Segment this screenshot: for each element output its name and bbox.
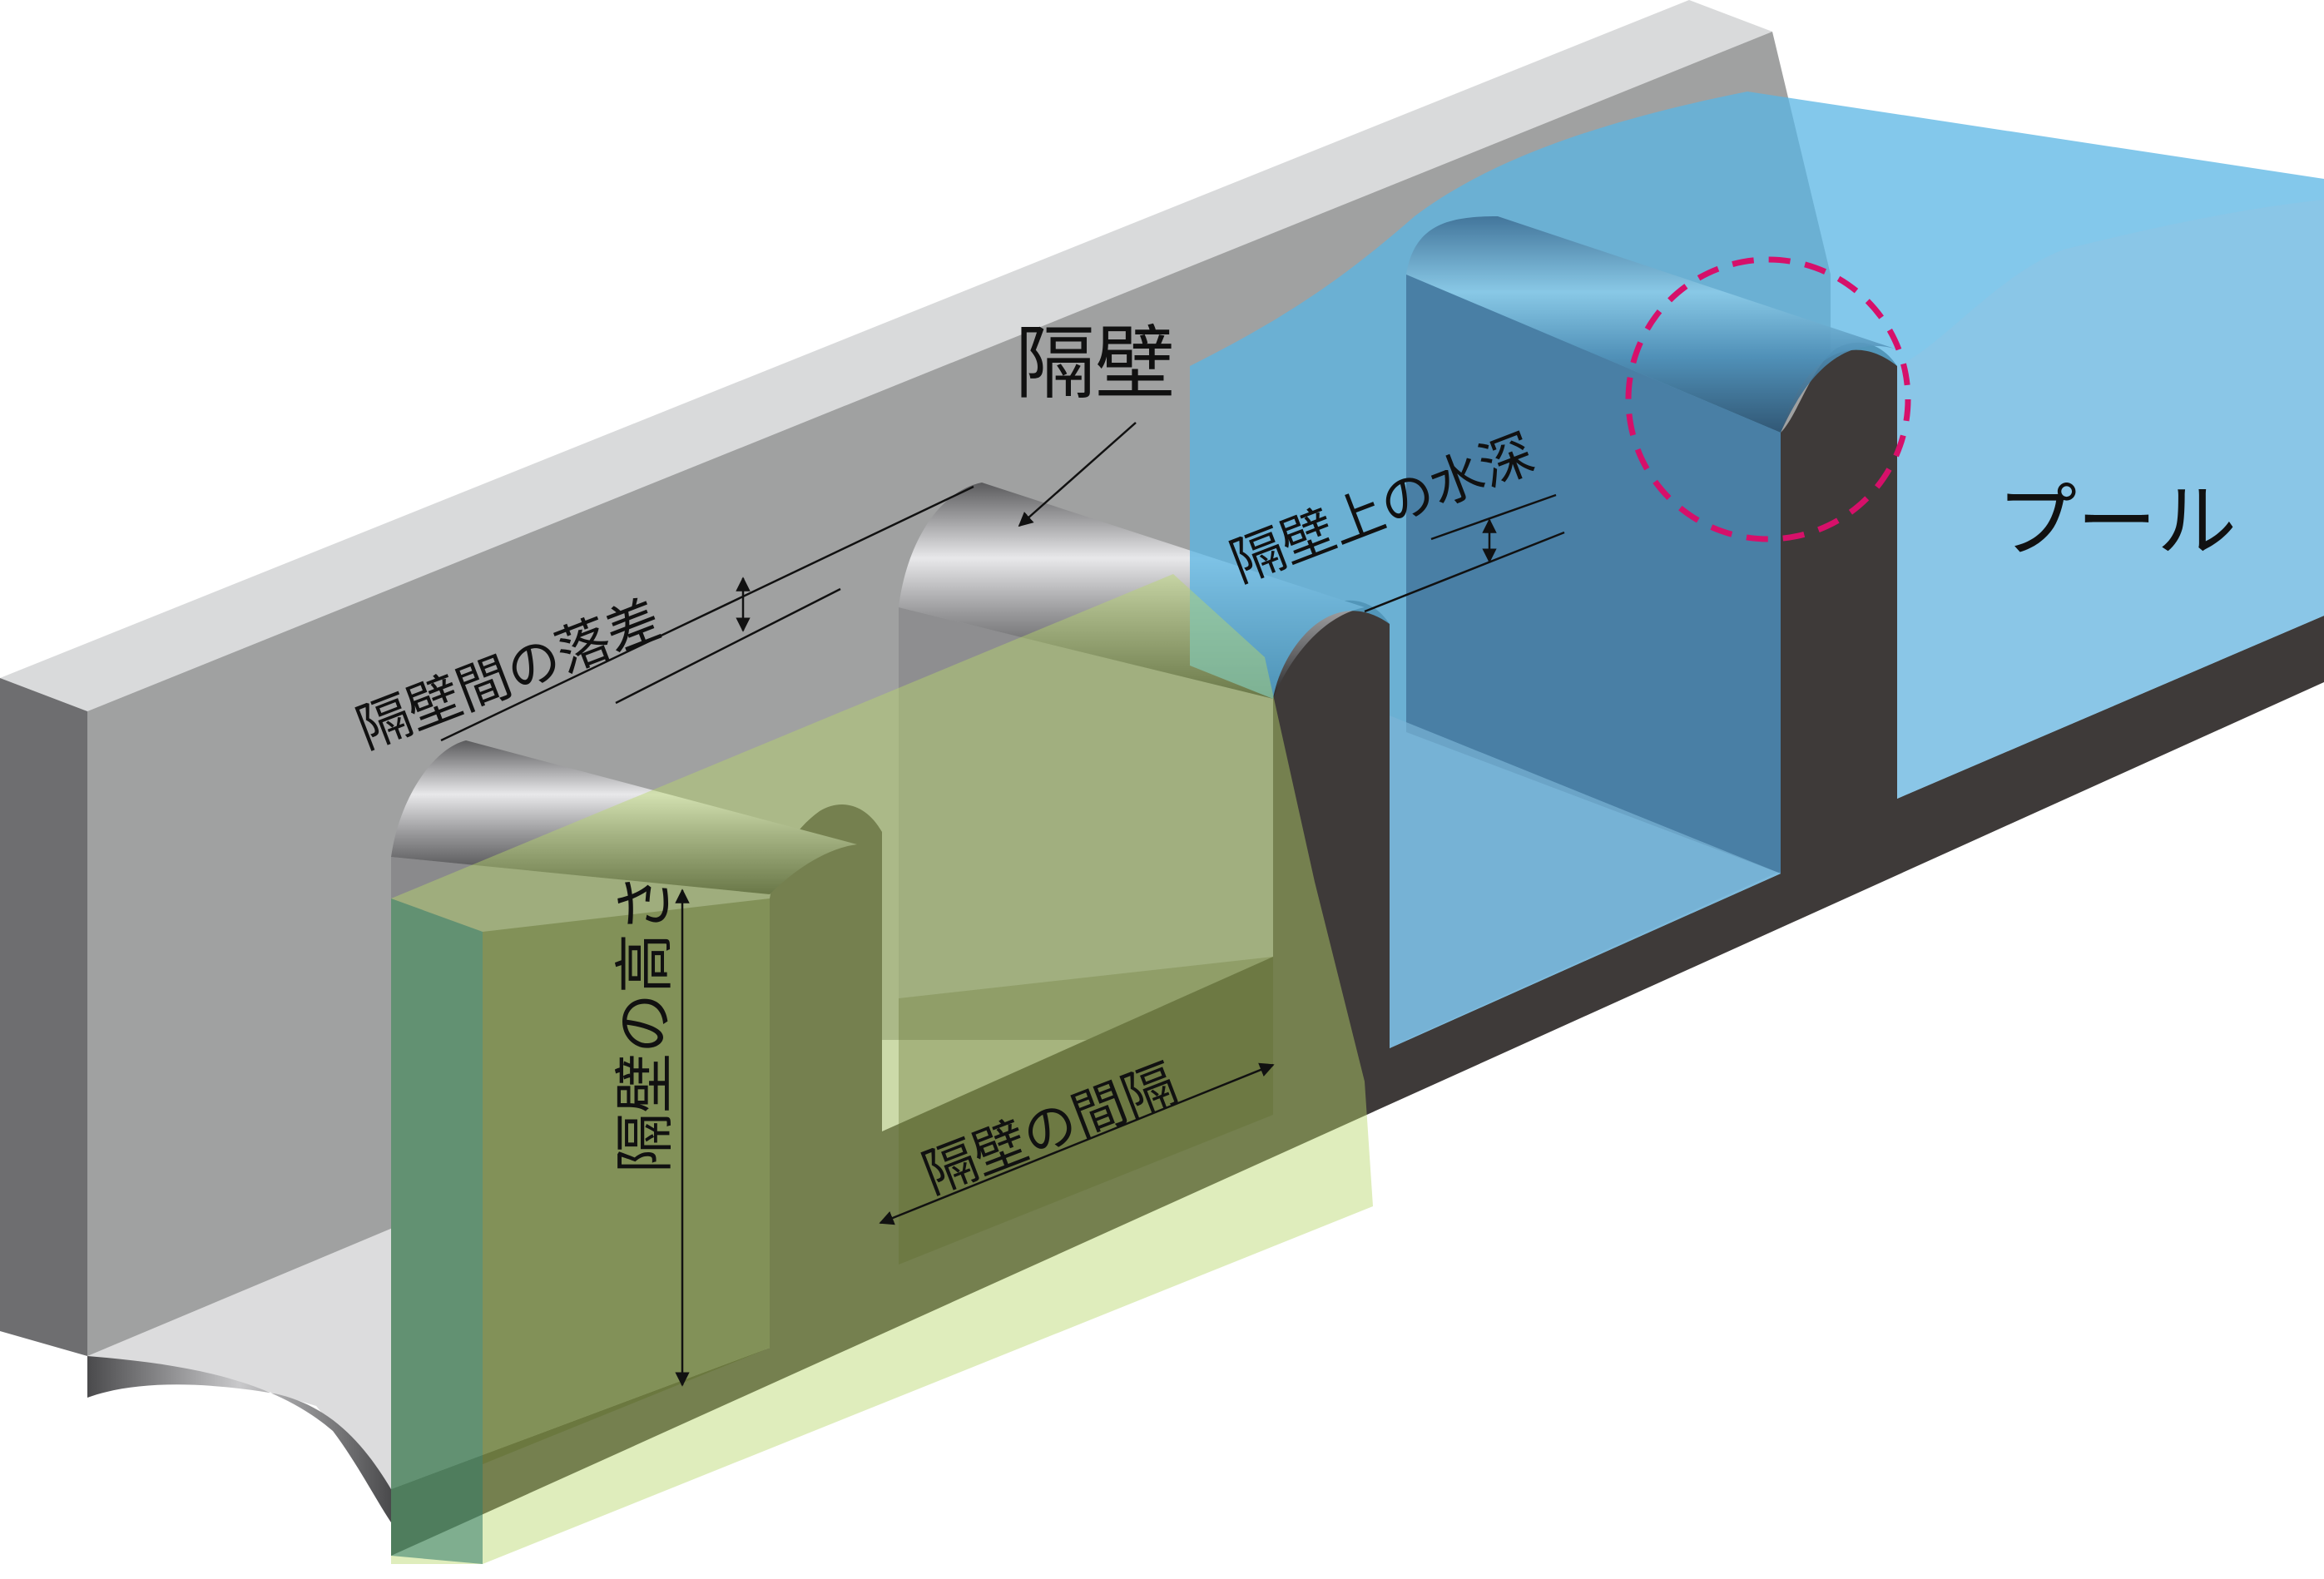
highlight-dashed-circle	[1625, 256, 1911, 542]
bulkhead-height-label: 隔壁の高さ	[610, 874, 680, 1173]
dimension-lines	[440, 422, 1565, 1387]
cross-section	[391, 342, 2324, 1556]
pool-label: プール	[1997, 475, 2237, 568]
bulkhead-label: 隔壁	[1015, 317, 1175, 410]
